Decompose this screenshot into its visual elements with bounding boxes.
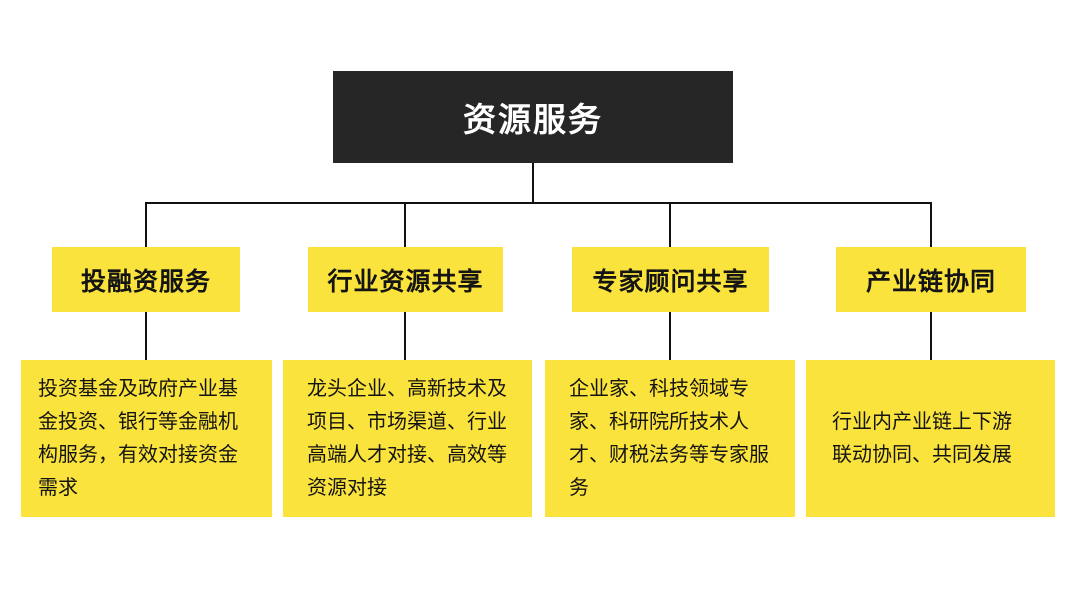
branch-title-label: 专家顾问共享 (592, 267, 749, 296)
branch-title-industry-resource-sharing: 行业资源共享 (308, 247, 503, 312)
branch-desc-industry-resource-sharing: 龙头企业、高新技术及项目、市场渠道、行业高端人才对接、高效等资源对接 (283, 360, 532, 517)
connector-branch-4-bottom (930, 312, 932, 360)
connector-branch-3-bottom (669, 312, 671, 360)
branch-desc-text: 行业内产业链上下游联动协同、共同发展 (832, 410, 1012, 466)
branch-title-financing-services: 投融资服务 (52, 247, 240, 312)
branch-title-label: 投融资服务 (80, 267, 211, 296)
connector-branch-2-top (404, 202, 406, 248)
branch-desc-financing-services: 投资基金及政府产业基金投资、银行等金融机构服务，有效对接资金需求 (21, 360, 272, 517)
branch-desc-text: 企业家、科技领域专家、科研院所技术人才、财税法务等专家服务 (569, 377, 769, 499)
branch-desc-industry-chain-synergy: 行业内产业链上下游联动协同、共同发展 (806, 360, 1055, 517)
branch-title-label: 行业资源共享 (327, 267, 484, 296)
connector-branch-4-top (930, 202, 932, 248)
connector-horizontal-bus (145, 202, 932, 204)
branch-title-label: 产业链协同 (865, 267, 996, 296)
branch-desc-text: 龙头企业、高新技术及项目、市场渠道、行业高端人才对接、高效等资源对接 (307, 377, 507, 499)
connector-branch-1-bottom (145, 312, 147, 360)
connector-branch-2-bottom (404, 312, 406, 360)
branch-desc-expert-advisor-sharing: 企业家、科技领域专家、科研院所技术人才、财税法务等专家服务 (545, 360, 795, 517)
branch-desc-text: 投资基金及政府产业基金投资、银行等金融机构服务，有效对接资金需求 (38, 377, 238, 499)
branch-title-industry-chain-synergy: 产业链协同 (836, 247, 1026, 312)
connector-root-drop (532, 163, 534, 203)
branch-title-expert-advisor-sharing: 专家顾问共享 (572, 247, 769, 312)
connector-branch-1-top (145, 202, 147, 248)
root-node-resource-services: 资源服务 (333, 71, 733, 163)
root-node-label: 资源服务 (463, 101, 603, 138)
connector-branch-3-top (669, 202, 671, 248)
